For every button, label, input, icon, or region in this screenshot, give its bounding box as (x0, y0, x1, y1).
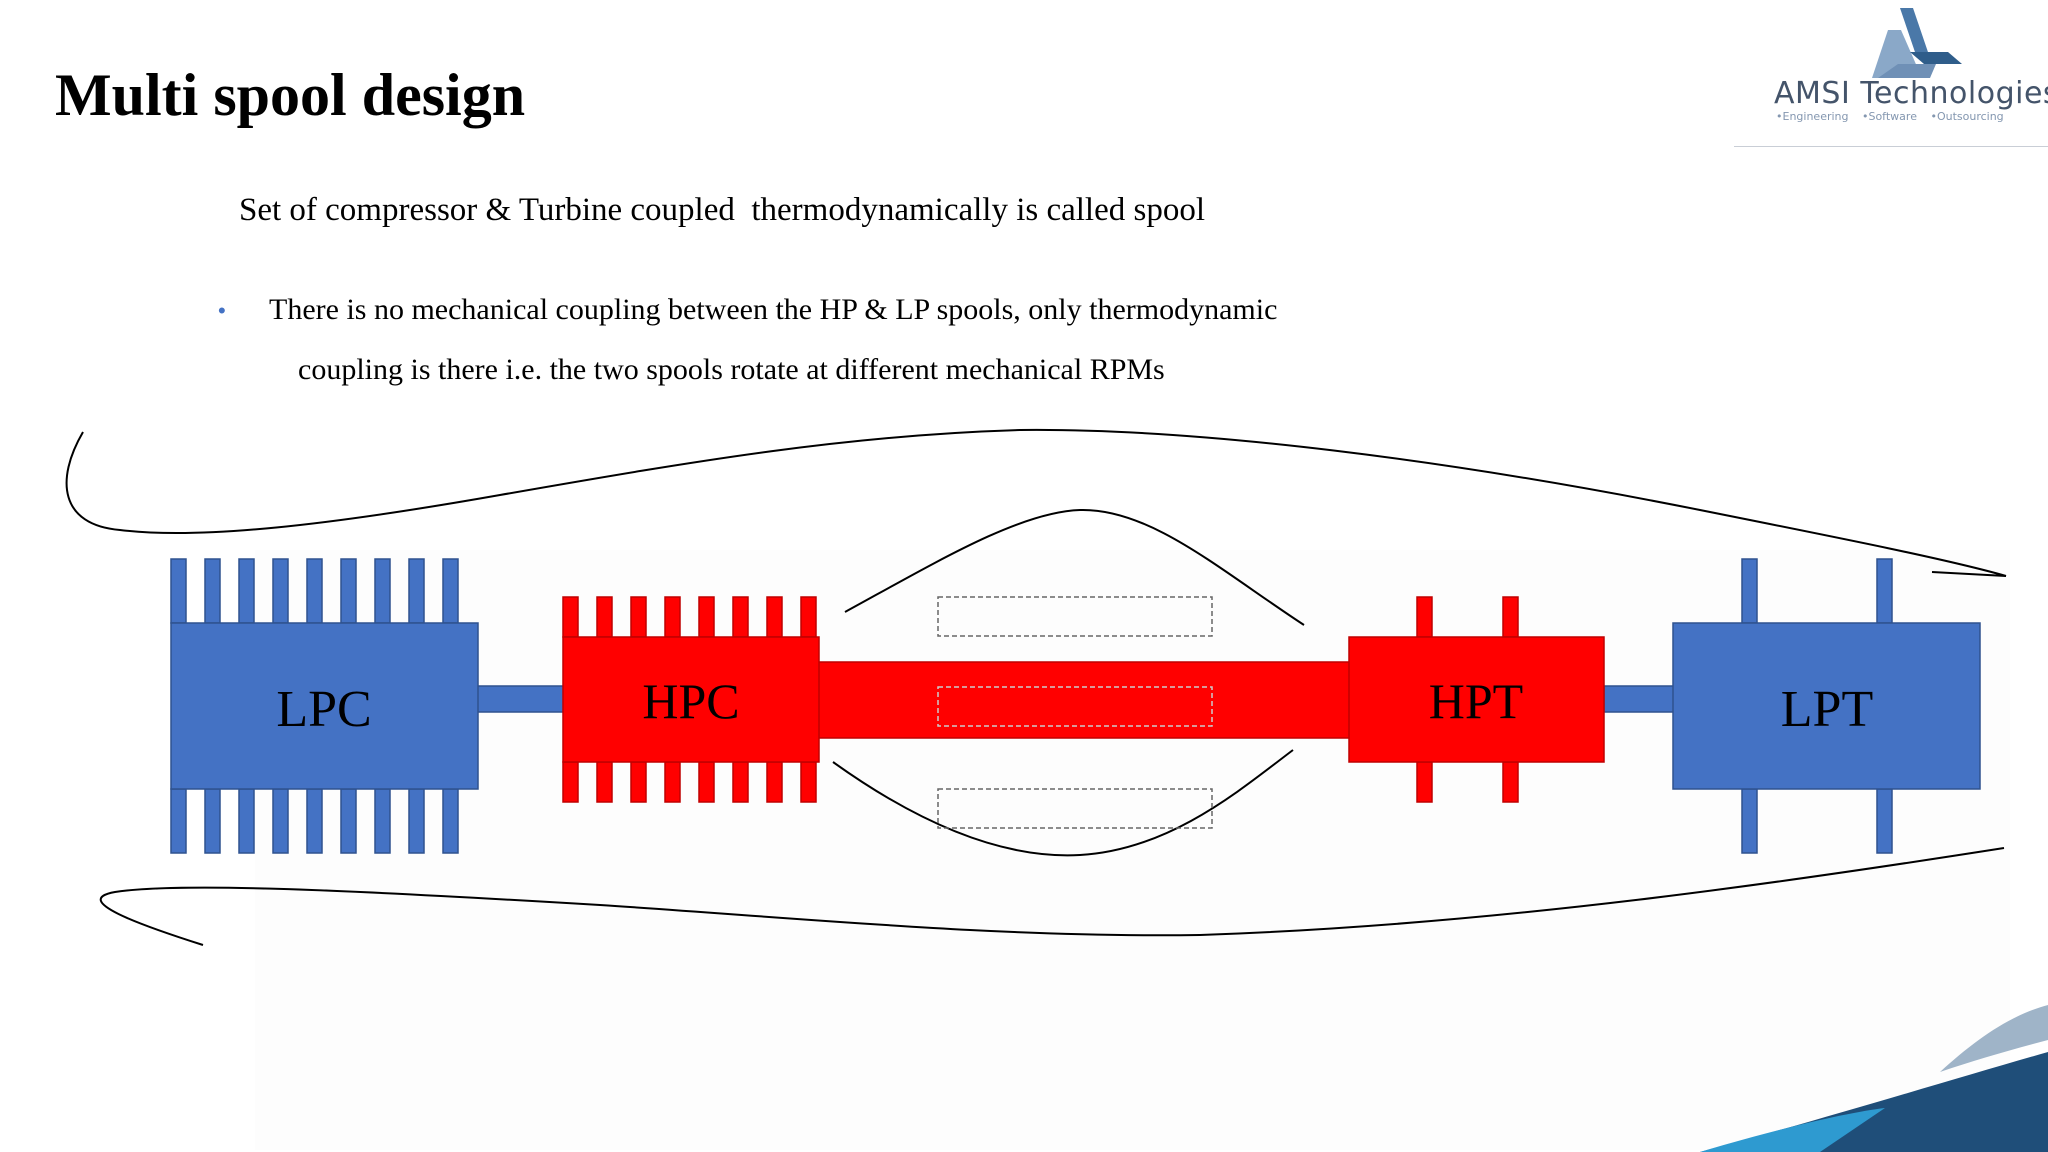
nacelle-lower-outline (99, 847, 2005, 946)
combustor-chamber-bottom (937, 788, 1213, 829)
lpc-label: LPC (276, 681, 371, 738)
combustor-lower-curve (832, 749, 1294, 857)
hpt-block (1348, 636, 1605, 763)
hpt-label: HPT (1429, 673, 1523, 729)
bullet-text-line-2: coupling is there i.e. the two spools ro… (298, 353, 1165, 386)
lpt-block (1672, 622, 1981, 790)
hpc-blades (562, 596, 817, 803)
nacelle-upper-lip (1931, 571, 2007, 577)
corner-swoosh-decoration (1700, 1005, 2048, 1152)
logo-tagline: •Engineering •Software •Outsourcing (1776, 110, 2004, 123)
combustor-upper-curve (844, 508, 1305, 626)
lpt-blades (1741, 558, 1893, 854)
hpc-block (562, 636, 820, 763)
slide-subtitle: Set of compressor & Turbine coupled ther… (239, 192, 1206, 228)
combustor-chamber-middle (937, 686, 1213, 727)
bullet-text-line-1: There is no mechanical coupling between … (269, 293, 1278, 326)
lpt-label: LPT (1781, 681, 1873, 738)
lp-shaft-rear (1603, 685, 1675, 713)
logo-name: AMSI Technologies (1774, 76, 2048, 111)
hpc-label: HPC (642, 673, 739, 729)
lpc-block (170, 622, 479, 790)
bullet-dot-icon: • (218, 298, 226, 323)
nacelle-upper-outline (65, 428, 2007, 577)
slide-title: Multi spool design (55, 62, 526, 128)
hpt-blades (1416, 596, 1519, 803)
lp-shaft-front (476, 685, 566, 713)
logo-divider (1734, 146, 2048, 147)
combustor-chamber-top (937, 596, 1213, 637)
